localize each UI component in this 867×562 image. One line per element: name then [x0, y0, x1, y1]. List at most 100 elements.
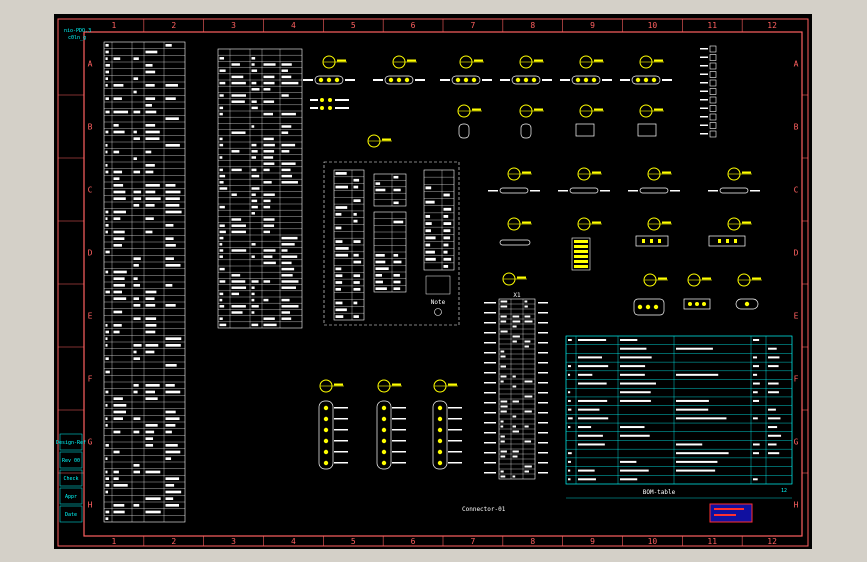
wire-list-table-left-cell-text — [105, 130, 109, 134]
module-pin-table-3-cell-text — [393, 287, 401, 290]
wire-list-table-right-cell-text — [219, 230, 226, 234]
wire-list-table-right-cell-text — [231, 280, 246, 283]
wire-list-table-right-cell-text — [219, 112, 223, 116]
bom-cell-text — [620, 373, 645, 376]
wire-list-table-left-cell-text — [113, 297, 127, 300]
terminal-lead-left — [484, 402, 496, 404]
wire-list-table-right-cell-text — [219, 205, 225, 209]
header-pin — [709, 130, 717, 138]
connector-plug-top-pin — [404, 77, 410, 83]
bom-cell-text — [568, 391, 571, 394]
wire-list-table-right-cell-text — [231, 224, 246, 227]
wire-list-table-left-cell-text — [165, 144, 180, 147]
wire-list-table-left-cell-text — [145, 437, 154, 440]
wire-list-table-right-cell-text — [281, 174, 293, 178]
bom-cell-text — [568, 452, 572, 455]
terminal-lead-right — [538, 332, 548, 334]
wire-list-table-left-cell-text — [133, 430, 140, 434]
module-pin-table-2-cell-text — [393, 201, 399, 205]
terminal-lead-left — [484, 362, 496, 364]
wire-list-table-left-cell-text — [165, 44, 172, 47]
vertical-connector-pin — [381, 460, 387, 466]
wire-list-table-left-cell-text — [145, 324, 157, 327]
bom-cell-text — [676, 347, 713, 350]
wire-list-table-right-cell-text — [281, 243, 295, 246]
terminal-lead-right — [538, 342, 548, 344]
terminal-strip-table-cell-text — [500, 350, 505, 353]
bom-table-stamp: 12 — [781, 488, 787, 494]
module-pin-table-4-cell-text — [443, 236, 451, 240]
column-label-bottom: 11 — [707, 537, 717, 546]
wire-list-table-left-cell-text — [133, 157, 137, 160]
header-pin — [709, 62, 717, 70]
module-pin-table-2-cell-text — [375, 182, 381, 185]
socket-square — [637, 123, 657, 137]
wire-list-table-right-cell-text — [251, 212, 255, 215]
inline-lead — [750, 190, 760, 192]
wire-list-table-right-cell-text — [281, 181, 298, 184]
wire-list-table-left-cell-text — [105, 404, 108, 407]
left-stamp-box — [59, 433, 83, 451]
row-label-right: D — [794, 249, 799, 258]
bom-cell-text — [620, 347, 647, 350]
vertical-connector-label — [448, 462, 462, 464]
connector-pin-stack — [328, 106, 332, 110]
connector-plug-top-pin — [388, 77, 394, 83]
terminal-lead-left — [484, 352, 496, 354]
bom-cell-text — [768, 443, 777, 446]
header-pin-label — [700, 48, 708, 50]
terminal-strip-table-cell-text — [512, 400, 519, 403]
left-stamp-label: Rev 00 — [62, 458, 80, 464]
module-pin-table-1-cell-text — [353, 301, 358, 305]
wire-list-table-left-cell-text — [113, 417, 123, 420]
left-stamp-label: Appr — [65, 494, 77, 500]
wire-list-table-right-cell-text — [231, 193, 237, 196]
wire-list-table-left-cell-text — [145, 344, 159, 347]
wire-list-table-right-cell-text — [219, 255, 223, 258]
wire-list-table-left-cell-text — [113, 244, 122, 247]
wire-list-table-left-cell-text — [145, 384, 160, 387]
wire-list-table-left-cell-text — [105, 344, 108, 347]
wire-list-table-left-cell-text — [105, 250, 110, 254]
connector-symbol-d-tag — [662, 221, 671, 224]
bom-cell-text — [578, 339, 607, 341]
terminal-strip-table-cell-text — [500, 470, 504, 473]
terminal-lead-right — [538, 462, 548, 464]
header-pin — [709, 96, 717, 104]
wire-list-table-left-cell-text — [133, 317, 141, 320]
wire-list-table-left-cell-text — [133, 170, 141, 174]
wire-list-table-left-cell-text — [145, 424, 158, 427]
wire-list-table-left-cell-text — [145, 84, 155, 87]
wire-list-table-left-cell-text — [145, 290, 157, 294]
wire-list-table-left-cell-text — [145, 217, 154, 220]
terminal-strip-table-cell-text — [524, 300, 528, 303]
row-label-left: A — [88, 60, 93, 69]
bom-cell-text — [620, 478, 638, 481]
wire-list-table-left-cell-text — [113, 217, 121, 220]
wire-list-table-left-cell-text — [165, 390, 181, 394]
bom-cell-text — [578, 373, 593, 376]
connector-plug-top-pin — [583, 77, 589, 83]
wire-list-table-left-cell-text — [105, 110, 110, 114]
bom-cell-text — [568, 460, 571, 463]
module-pin-table-1-cell-text — [353, 281, 360, 284]
wire-list-table-right — [217, 48, 303, 329]
bom-cell-text — [768, 452, 780, 455]
module-pin-table-1-cell-text — [353, 212, 357, 216]
wire-list-table-left-cell-text — [165, 484, 175, 487]
terminal-strip-table-cell-text — [524, 395, 533, 398]
bom-cell-text — [568, 469, 571, 472]
wire-list-table-left-cell-text — [165, 197, 180, 200]
left-stamp-box — [59, 451, 83, 469]
wire-list-table-right-cell-text — [219, 292, 224, 296]
module-pin-table-2-cell-text — [393, 175, 399, 179]
terminal-strip-table-cell-text — [500, 365, 506, 368]
wire-list-table-right-cell-text — [219, 181, 224, 184]
vertical-connector-label — [334, 429, 348, 431]
wire-list-table-right-cell-text — [251, 174, 260, 178]
wire-list-table-left-cell-text — [145, 470, 161, 474]
vertical-connector-pin — [323, 416, 329, 422]
terminal-strip-table-cell-text — [500, 440, 505, 443]
connector-plug-top-lead-right — [542, 79, 552, 81]
